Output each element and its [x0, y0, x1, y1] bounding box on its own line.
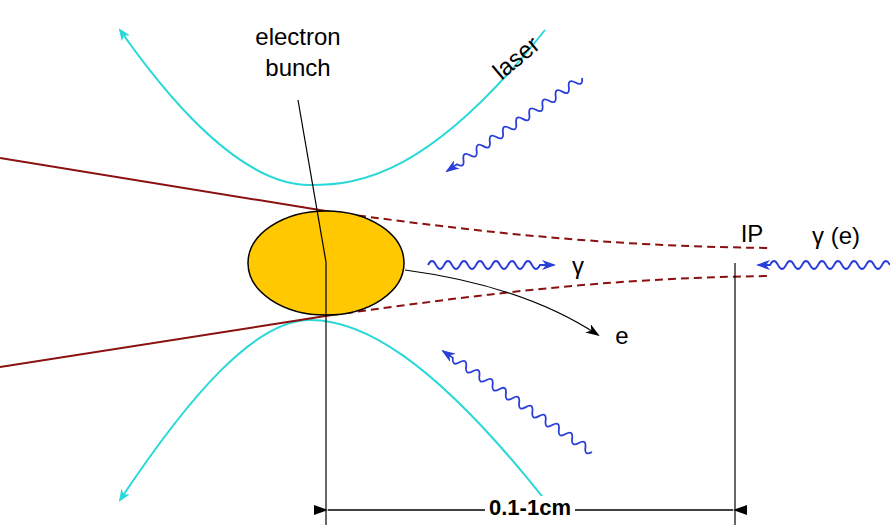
dimension-label: 0.1-1cm: [485, 496, 575, 520]
laser-wave: [441, 348, 595, 456]
photon-wave: [428, 261, 554, 269]
leader-line: [298, 100, 326, 262]
laser-wave: [445, 75, 585, 175]
dimension-extension: [734, 263, 735, 525]
particle-label: γ (e): [812, 220, 860, 251]
particle-label: γ: [572, 250, 584, 281]
electron-track: [405, 270, 598, 335]
field-curve: [120, 320, 545, 500]
beam-envelope: [0, 158, 332, 212]
beam-envelope: [0, 315, 332, 367]
dimension-extension: [325, 262, 326, 525]
photon-wave: [758, 261, 890, 269]
particle-label: e: [615, 320, 628, 351]
part-label: electron bunch: [228, 21, 368, 83]
part-label: laser: [486, 29, 546, 86]
field-curve: [120, 30, 545, 185]
part-label: IP: [741, 218, 764, 249]
